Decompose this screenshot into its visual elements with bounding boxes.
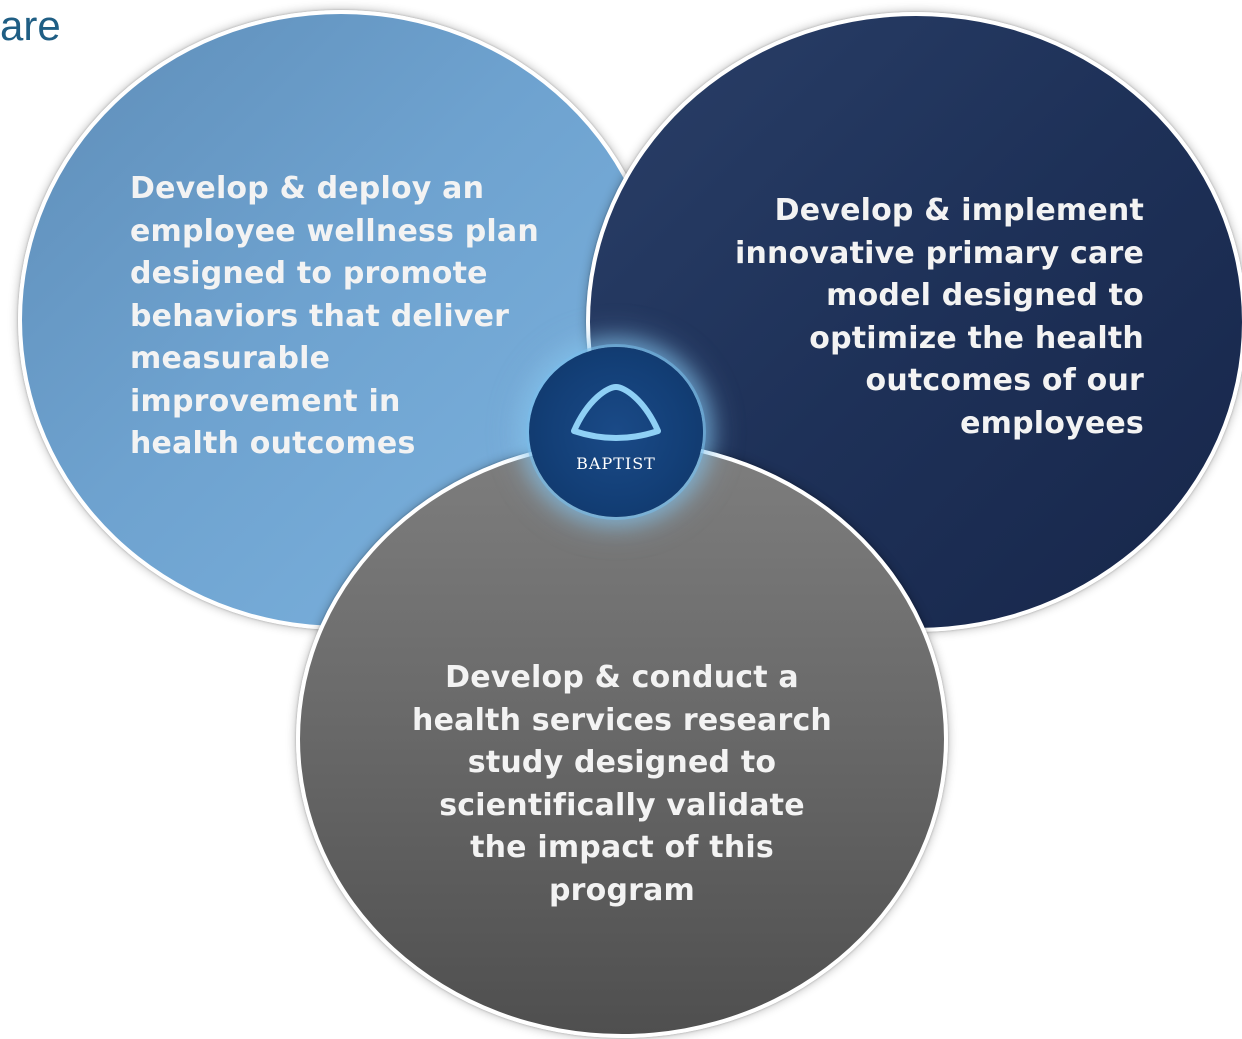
page-title-fragment: are	[0, 2, 61, 49]
primary-care-text: Develop & implement innovative primary c…	[735, 193, 1144, 441]
baptist-arch-icon	[571, 384, 661, 441]
baptist-logo-text: BAPTIST	[576, 454, 656, 473]
research-study-text: Develop & conduct a health services rese…	[412, 660, 832, 908]
wellness-plan-text: Develop & deploy an employee wellness pl…	[130, 171, 539, 461]
circle-research-study	[296, 440, 948, 1038]
baptist-logo-badge: BAPTIST	[529, 347, 703, 517]
